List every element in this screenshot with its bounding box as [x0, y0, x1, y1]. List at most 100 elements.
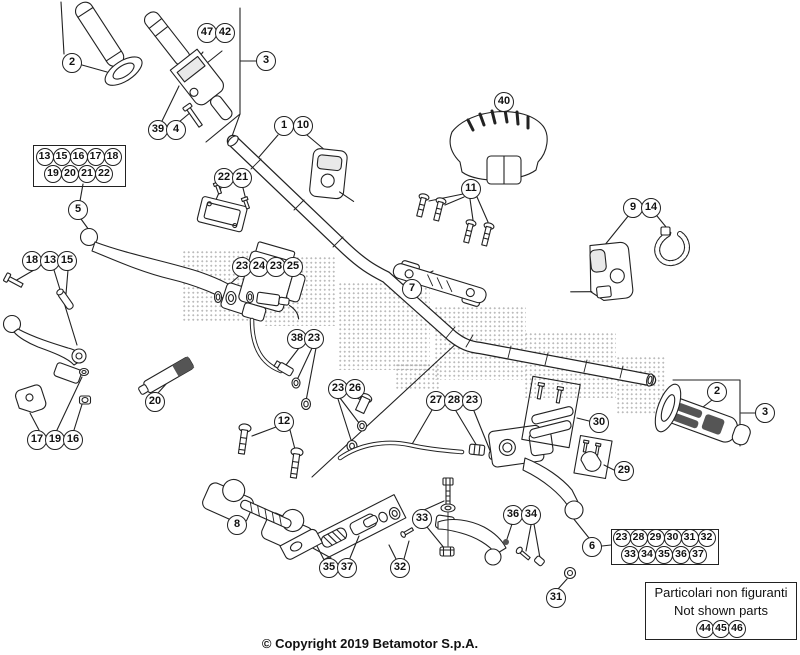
- callout-15: 15: [52, 147, 71, 166]
- callout-19: 19: [44, 164, 62, 183]
- callout-2-0: 2: [62, 53, 82, 73]
- callout-33: 33: [621, 545, 639, 564]
- callout-11-11: 11: [461, 179, 481, 199]
- callout-25-21: 25: [283, 257, 303, 277]
- callout-36: 36: [672, 545, 690, 564]
- callout-37-45: 37: [337, 558, 357, 578]
- callout-34-41: 34: [521, 505, 541, 525]
- callout-1-6: 1: [274, 116, 294, 136]
- seal-rings-drawing: [213, 290, 300, 320]
- callout-16: 16: [69, 147, 88, 166]
- callout-34: 34: [638, 545, 656, 564]
- copyright-text: © Copyright 2019 Betamotor S.p.A.: [261, 636, 479, 651]
- clutch-lever-spare-drawing: [2, 272, 195, 413]
- lever-bolt-drawing: [439, 477, 456, 557]
- lever-adjuster-20-drawing: [138, 356, 195, 395]
- number-plate-drawing: [449, 108, 548, 185]
- callout-5-14: 5: [68, 200, 88, 220]
- callout-23-24: 23: [304, 329, 324, 349]
- callout-28-29: 28: [444, 391, 464, 411]
- brake-lever-spare-drawing: [434, 514, 577, 580]
- callout-group-top-left: [33, 145, 126, 187]
- callout-24-19: 24: [249, 257, 269, 277]
- callout-9-12: 9: [623, 198, 643, 218]
- kill-switch-drawing: [309, 148, 355, 202]
- callout-40-8: 40: [494, 92, 514, 112]
- callout-23: 23: [612, 528, 631, 547]
- callout-group-bottom-right: [611, 529, 719, 565]
- callout-32: 32: [697, 528, 716, 547]
- callout-17-33: 17: [27, 430, 47, 450]
- clutch-master-drawing: [79, 227, 306, 322]
- legend-text-italian: Particolari non figuranti: [654, 585, 788, 600]
- lever-pin-15-drawing: [56, 288, 74, 310]
- callout-47-1: 47: [197, 23, 217, 43]
- callout-31-47: 31: [546, 588, 566, 608]
- callout-13: 13: [35, 147, 54, 166]
- callout-6-43: 6: [582, 537, 602, 557]
- left-grip-drawing: [74, 1, 143, 86]
- callout-35-44: 35: [319, 558, 339, 578]
- callout-2-37: 2: [707, 382, 727, 402]
- callout-33-39: 33: [412, 509, 432, 529]
- callout-36-40: 36: [503, 505, 523, 525]
- legend-part-46: 46: [728, 620, 746, 638]
- callout-20-27: 20: [145, 392, 165, 412]
- not-shown-parts-box: Particolari non figuranti Not shown part…: [645, 582, 797, 640]
- callout-3-38: 3: [755, 403, 775, 423]
- callout-15-17: 15: [57, 251, 77, 271]
- callout-39-4: 39: [148, 120, 168, 140]
- callout-14-13: 14: [641, 198, 661, 218]
- reservoir-cover-box-drawing: [521, 375, 581, 449]
- callout-26-26: 26: [345, 379, 365, 399]
- callout-20: 20: [61, 164, 79, 183]
- callout-22: 22: [95, 164, 113, 183]
- start-switch-drawing: [570, 241, 634, 301]
- right-grip-drawing: [654, 383, 751, 446]
- callout-28: 28: [629, 528, 648, 547]
- callout-21-10: 21: [232, 168, 252, 188]
- callout-31: 31: [680, 528, 699, 547]
- cable-adjuster-kit-drawing: [311, 494, 414, 561]
- bracket-bolts-drawing: [416, 193, 495, 247]
- callout-27-28: 27: [426, 391, 446, 411]
- callout-37: 37: [689, 545, 707, 564]
- lever-perch-drawing: [15, 384, 47, 413]
- callout-8-42: 8: [227, 515, 247, 535]
- callout-30: 30: [663, 528, 682, 547]
- callout-38-23: 38: [287, 329, 307, 349]
- callout-4-5: 4: [166, 120, 186, 140]
- callout-3-3: 3: [256, 51, 276, 71]
- callout-10-7: 10: [293, 116, 313, 136]
- callout-18: 18: [103, 147, 122, 166]
- legend-text-english: Not shown parts: [674, 603, 768, 618]
- callout-19-34: 19: [45, 430, 65, 450]
- callout-32-46: 32: [390, 558, 410, 578]
- callout-21: 21: [78, 164, 96, 183]
- callout-42-2: 42: [215, 23, 235, 43]
- callout-12-31: 12: [274, 412, 294, 432]
- callout-29: 29: [646, 528, 665, 547]
- throttle-pin-drawing: [182, 102, 203, 128]
- callout-18-15: 18: [22, 251, 42, 271]
- bar-mount-drawing: [392, 260, 487, 307]
- spring-clip-drawing: [654, 226, 690, 266]
- callout-16-35: 16: [63, 430, 83, 450]
- clutch-hose-drawing: [249, 317, 312, 411]
- leader-lines: [14, 1, 756, 590]
- callout-29-36: 29: [614, 461, 634, 481]
- legend-part-45: 45: [712, 620, 730, 638]
- callout-7-22: 7: [402, 279, 422, 299]
- callout-23-30: 23: [462, 391, 482, 411]
- rubber-cover-drawing: [279, 528, 323, 560]
- callout-30-32: 30: [589, 413, 609, 433]
- callout-17: 17: [86, 147, 105, 166]
- callout-13-16: 13: [40, 251, 60, 271]
- brake-hose-drawing: [337, 393, 496, 461]
- handlebar-drawing: [226, 134, 657, 387]
- clamp-box-drawing: [573, 434, 613, 480]
- callout-35: 35: [655, 545, 673, 564]
